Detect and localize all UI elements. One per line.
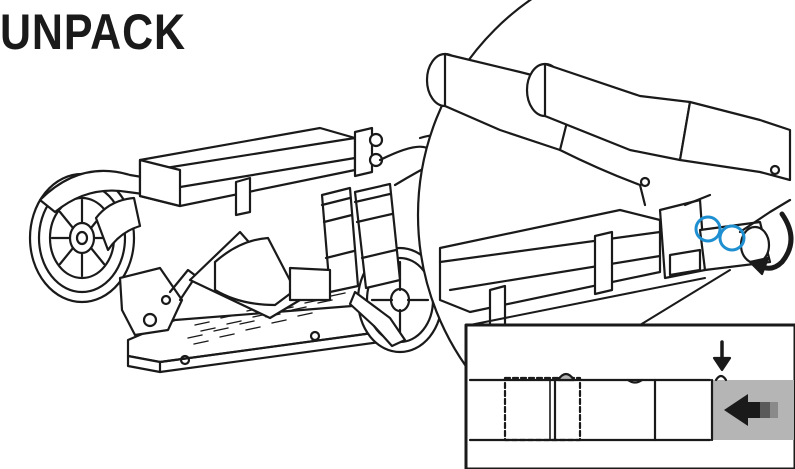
handle-grips [288,134,454,302]
bag [213,236,297,307]
inset-detail-box [464,323,795,469]
curved-rotation-arrow-icon [748,211,794,276]
page-title: UNPACK [0,4,186,60]
left-arrow-icon [724,394,778,426]
folded-scooter [28,126,454,374]
rear-bracket [94,196,142,252]
deck [126,286,397,374]
rear-fold-joint [118,266,198,337]
highlight-pin-1 [694,215,722,243]
zoom-leader-lines [469,269,731,326]
highlight-pin-2 [718,224,746,252]
down-arrow-icon [712,340,732,372]
main-tube [138,126,384,217]
front-fork [348,290,407,348]
